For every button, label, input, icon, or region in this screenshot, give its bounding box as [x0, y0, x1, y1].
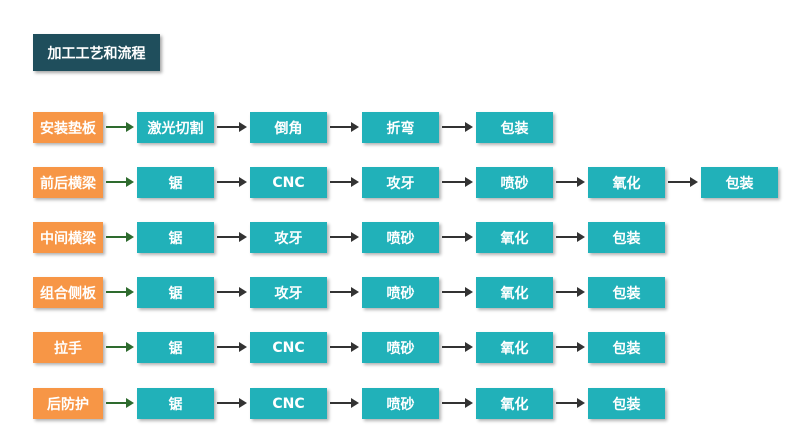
process-step: 包装 — [476, 112, 553, 143]
flow-arrow — [442, 342, 473, 352]
process-step: 折弯 — [362, 112, 439, 143]
process-step: 喷砂 — [362, 222, 439, 253]
flow-arrow — [556, 287, 585, 297]
part-label: 前后横梁 — [33, 167, 103, 198]
process-step: 锯 — [137, 277, 214, 308]
flow-arrow — [106, 287, 134, 297]
flow-arrow — [668, 177, 698, 187]
flow-arrow — [442, 232, 473, 242]
flow-arrow — [106, 177, 134, 187]
flow-arrow — [106, 398, 134, 408]
flow-arrow — [442, 287, 473, 297]
flow-arrow — [217, 342, 247, 352]
process-step: 攻牙 — [250, 277, 327, 308]
process-step: 喷砂 — [362, 332, 439, 363]
process-step: 包装 — [588, 277, 665, 308]
process-row: 后防护 锯 CNC 喷砂 氧化 包装 — [0, 388, 800, 424]
flow-arrow — [106, 232, 134, 242]
flow-arrow — [330, 232, 359, 242]
flow-arrow — [217, 398, 247, 408]
process-step: 氧化 — [476, 222, 553, 253]
process-row: 拉手 锯 CNC 喷砂 氧化 包装 — [0, 332, 800, 368]
process-step: 锯 — [137, 388, 214, 419]
process-step: 氧化 — [476, 277, 553, 308]
part-label: 中间横梁 — [33, 222, 103, 253]
process-step: 攻牙 — [362, 167, 439, 198]
process-step: 包装 — [588, 332, 665, 363]
process-step: 喷砂 — [362, 388, 439, 419]
process-row: 组合侧板 锯 攻牙 喷砂 氧化 包装 — [0, 277, 800, 313]
process-step: CNC — [250, 388, 327, 419]
process-step: 锯 — [137, 222, 214, 253]
flow-arrow — [556, 232, 585, 242]
flow-arrow — [330, 287, 359, 297]
process-step: 喷砂 — [362, 277, 439, 308]
flow-arrow — [556, 177, 585, 187]
flow-arrow — [330, 122, 359, 132]
flow-arrow — [442, 177, 473, 187]
flow-arrow — [556, 342, 585, 352]
page-title: 加工工艺和流程 — [33, 34, 160, 71]
process-step: 锯 — [137, 332, 214, 363]
process-step: 锯 — [137, 167, 214, 198]
process-step: 包装 — [588, 222, 665, 253]
part-label: 安装垫板 — [33, 112, 103, 143]
process-step: 包装 — [588, 388, 665, 419]
process-step: CNC — [250, 332, 327, 363]
process-row: 前后横梁 锯 CNC 攻牙 喷砂 氧化 包装 — [0, 167, 800, 203]
flow-arrow — [330, 398, 359, 408]
process-row: 中间横梁 锯 攻牙 喷砂 氧化 包装 — [0, 222, 800, 258]
flow-arrow — [106, 342, 134, 352]
process-step: 攻牙 — [250, 222, 327, 253]
flow-arrow — [442, 398, 473, 408]
flow-arrow — [217, 232, 247, 242]
process-step: 氧化 — [588, 167, 665, 198]
flow-arrow — [106, 122, 134, 132]
part-label: 拉手 — [33, 332, 103, 363]
part-label: 后防护 — [33, 388, 103, 419]
flow-arrow — [330, 177, 359, 187]
process-step: 包装 — [701, 167, 778, 198]
flow-arrow — [217, 287, 247, 297]
flow-arrow — [556, 398, 585, 408]
process-step: 喷砂 — [476, 167, 553, 198]
flow-arrow — [330, 342, 359, 352]
process-row: 安装垫板 激光切割 倒角 折弯 包装 — [0, 112, 800, 148]
process-step: 倒角 — [250, 112, 327, 143]
process-step: 氧化 — [476, 332, 553, 363]
flow-arrow — [217, 122, 247, 132]
process-step: CNC — [250, 167, 327, 198]
part-label: 组合侧板 — [33, 277, 103, 308]
flow-arrow — [442, 122, 473, 132]
flow-arrow — [217, 177, 247, 187]
process-step: 氧化 — [476, 388, 553, 419]
process-step: 激光切割 — [137, 112, 214, 143]
